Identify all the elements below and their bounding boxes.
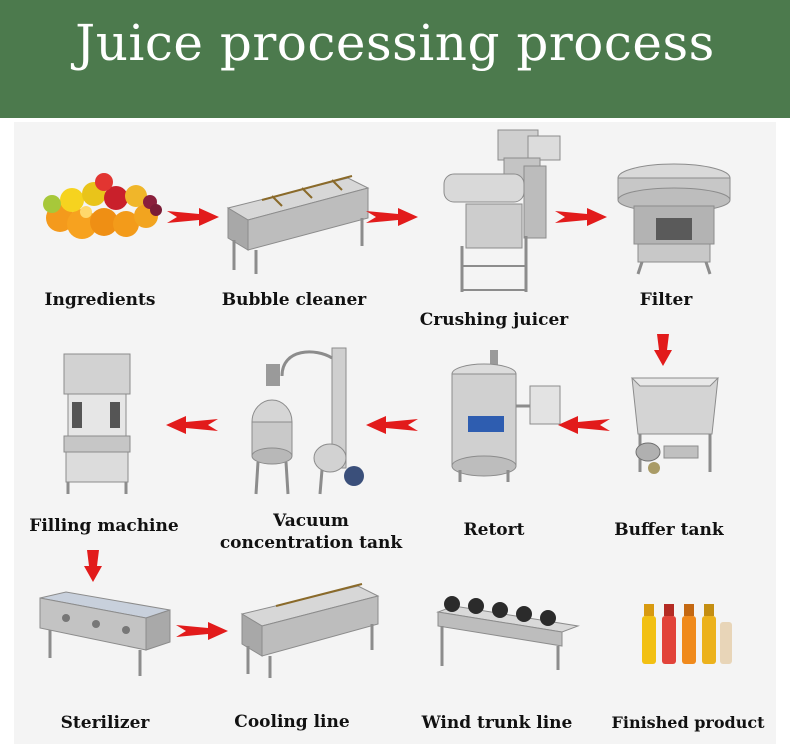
arrow-crushing-juicer-to-filter bbox=[555, 208, 607, 226]
crushing-juicer-image bbox=[443, 129, 561, 292]
label-crushing-juicer: Crushing juicer bbox=[419, 310, 569, 330]
arrow-sterilizer-to-cooling-line bbox=[176, 622, 228, 640]
bubble-cleaner-image bbox=[226, 175, 370, 274]
filling-machine-image bbox=[63, 353, 131, 494]
arrow-bubble-cleaner-to-crushing-juicer bbox=[366, 208, 418, 226]
label-vacuum-line-1: Vacuum bbox=[273, 511, 349, 531]
label-filling-machine: Filling machine bbox=[29, 516, 179, 536]
arrow-filter-to-buffer-tank bbox=[654, 334, 672, 366]
arrow-filling-machine-to-sterilizer bbox=[84, 550, 102, 582]
label-finished-product: Finished product bbox=[611, 713, 765, 732]
arrow-vacuum-concentration-tank-to-filling-machine bbox=[166, 416, 218, 434]
cooling-line-image bbox=[240, 583, 380, 678]
label-buffer-tank: Buffer tank bbox=[614, 520, 724, 540]
label-vacuum-concentration-tank: Vacuum concentration tank bbox=[216, 510, 406, 554]
arrow-buffer-tank-to-retort bbox=[558, 416, 610, 434]
label-wind-trunk-line: Wind trunk line bbox=[421, 713, 573, 733]
label-vacuum-line-2: concentration tank bbox=[219, 533, 403, 553]
label-sterilizer: Sterilizer bbox=[60, 713, 150, 733]
title-banner: Juice processing process bbox=[0, 0, 790, 118]
label-retort: Retort bbox=[463, 520, 525, 540]
label-ingredients: Ingredients bbox=[44, 290, 156, 310]
arrow-retort-to-vacuum-concentration-tank bbox=[366, 416, 418, 434]
label-cooling-line: Cooling line bbox=[234, 712, 350, 732]
label-filter: Filter bbox=[639, 290, 693, 310]
finished-product-image bbox=[642, 604, 732, 664]
arrow-ingredients-to-bubble-cleaner bbox=[167, 208, 219, 226]
sterilizer-image bbox=[39, 591, 171, 676]
fruit-pile-image bbox=[43, 173, 162, 239]
retort-image bbox=[451, 350, 561, 482]
vacuum-concentration-tank-image bbox=[251, 347, 364, 495]
wind-trunk-line-image bbox=[436, 596, 580, 670]
filter-image bbox=[617, 163, 731, 275]
page-title: Juice processing process bbox=[75, 14, 715, 72]
label-bubble-cleaner: Bubble cleaner bbox=[221, 290, 367, 310]
buffer-tank-image bbox=[630, 377, 720, 474]
